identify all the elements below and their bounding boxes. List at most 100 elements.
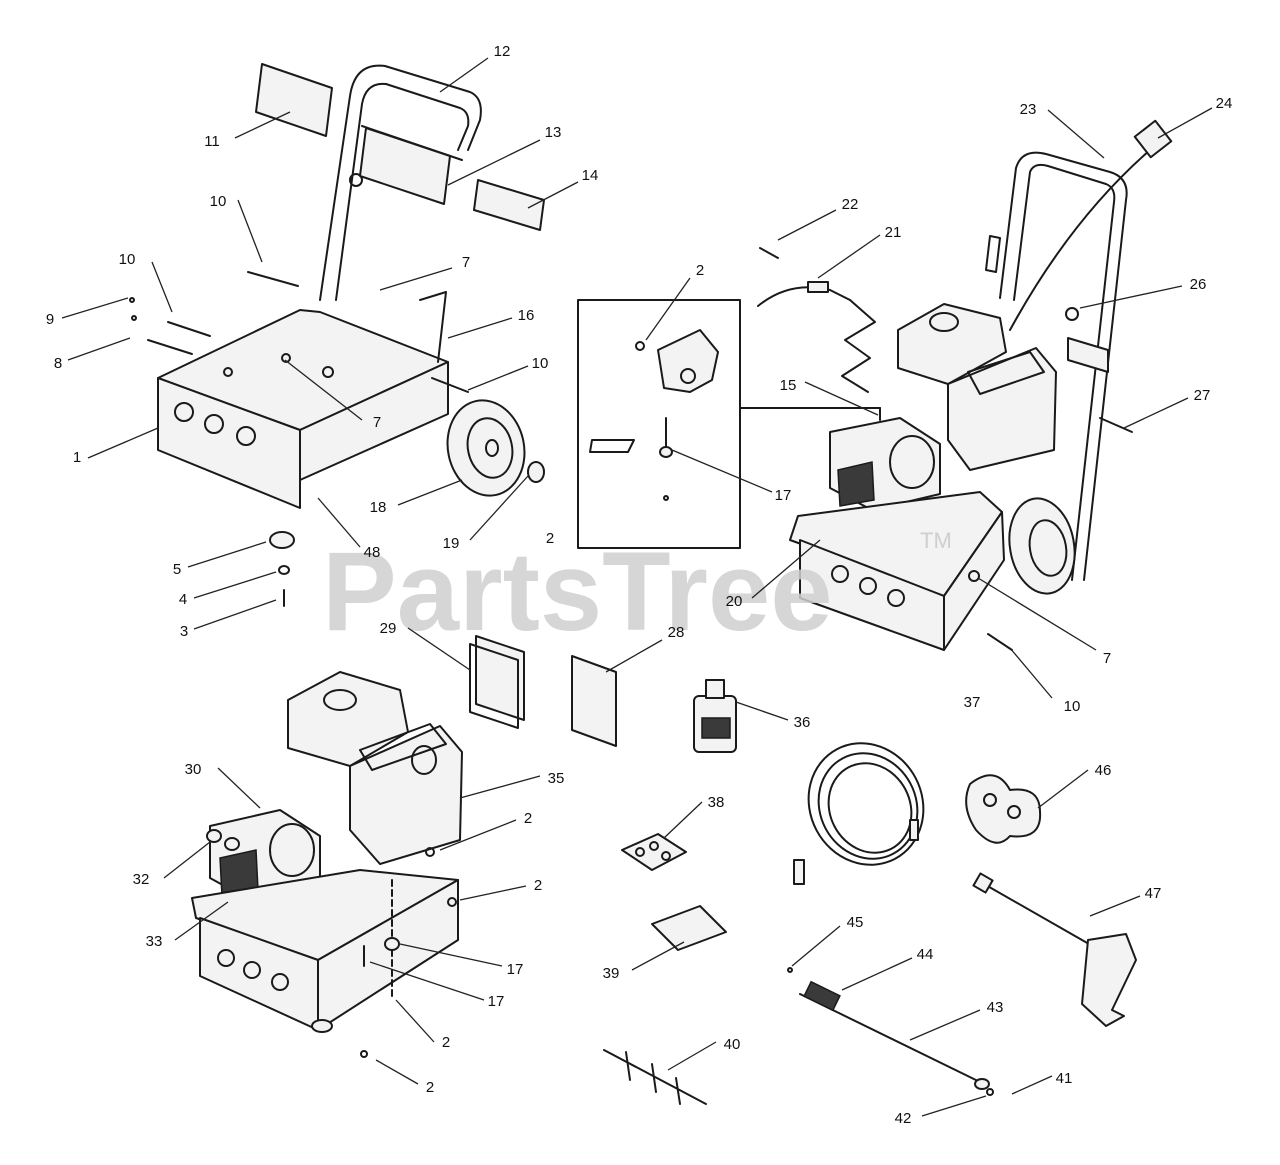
base-frame-part (157, 291, 449, 509)
callout-c2b: 2 (645, 262, 704, 341)
leader-line (921, 1095, 987, 1117)
callout-c15: 15 (780, 377, 879, 416)
leader-line (193, 571, 277, 599)
wheel-18-part (446, 399, 526, 497)
leader-line (439, 819, 517, 851)
callout-label: 42 (895, 1110, 912, 1127)
watermark: PartsTree TM (322, 528, 952, 654)
callout-label: 40 (724, 1036, 741, 1053)
callout-c37: 37 (964, 694, 981, 711)
leader-line (375, 1059, 419, 1085)
leader-line (407, 627, 471, 671)
leader-line (469, 475, 529, 541)
leader-line (751, 539, 821, 599)
bolt-27-part (1099, 417, 1133, 433)
callout-label: 2 (524, 810, 532, 827)
axle-bolt-part (431, 377, 469, 393)
leader-line (284, 359, 363, 421)
bolt-10-left-part (129, 297, 211, 355)
bolt-10-top-part (247, 271, 299, 287)
callout-c39: 39 (603, 941, 685, 982)
leader-line (234, 111, 291, 139)
callout-label: 46 (1095, 762, 1112, 779)
nozzle-21-22-part (757, 247, 876, 393)
leader-line (977, 577, 1097, 651)
callout-label: 28 (668, 624, 685, 641)
foot-parts-5-4-3 (269, 531, 295, 607)
callout-label: 41 (1056, 1070, 1073, 1087)
leader-line (369, 961, 485, 1001)
callout-c7c: 7 (977, 577, 1111, 667)
leader-line (187, 541, 267, 568)
leader-line (841, 957, 913, 991)
callout-c23: 23 (1020, 101, 1105, 159)
leader-line (193, 599, 277, 630)
callout-c43: 43 (909, 999, 1003, 1041)
leader-line (1011, 1075, 1053, 1095)
oil-bottle-36-part (693, 679, 737, 753)
leader-line (87, 427, 159, 459)
leader-line (1079, 285, 1183, 309)
gun-47-part (972, 872, 1137, 1027)
leader-line (459, 775, 541, 799)
grip-24-part (1133, 119, 1173, 159)
leader-line (645, 277, 691, 341)
callout-c14: 14 (527, 167, 599, 209)
callout-c3: 3 (180, 599, 277, 640)
callout-label: 22 (842, 196, 859, 213)
leader-line (317, 497, 361, 548)
leader-line (174, 901, 229, 941)
engine-top-part (897, 303, 1057, 471)
manual-29-part (469, 635, 525, 729)
hose-37-part (793, 742, 925, 885)
callout-c2a: 2 (546, 530, 554, 547)
callout-label: 10 (1064, 698, 1081, 715)
callout-label: 39 (603, 965, 620, 982)
callout-c7a: 7 (379, 254, 470, 291)
handle-23-part (985, 151, 1128, 581)
callout-c17c: 17 (369, 961, 504, 1010)
decal-11-part (255, 63, 333, 137)
nozzles-46-part (965, 774, 1042, 844)
callout-c11: 11 (204, 111, 291, 150)
callout-c17b: 17 (399, 943, 523, 978)
callout-c1: 1 (73, 427, 159, 466)
callout-label: 2 (546, 530, 554, 547)
callout-c10a: 10 (210, 193, 263, 263)
inset-detail-box (577, 299, 881, 549)
leader-line (605, 639, 663, 673)
callout-c8: 8 (54, 337, 131, 372)
leader-line (1037, 769, 1089, 809)
callout-c47: 47 (1089, 885, 1161, 917)
callout-c35: 35 (459, 770, 564, 799)
callout-label: 7 (1103, 650, 1111, 667)
decal-26-part (1065, 307, 1109, 373)
callout-label: 9 (46, 311, 54, 328)
callout-label: 15 (780, 377, 797, 394)
callout-label: 14 (582, 167, 599, 184)
callout-label: 20 (726, 593, 743, 610)
leader-line (663, 801, 703, 839)
callout-label: 2 (534, 877, 542, 894)
leader-line (667, 1041, 717, 1071)
oring-kit-38-part (621, 833, 687, 871)
callout-label: 37 (964, 694, 981, 711)
callout-label: 48 (364, 544, 381, 561)
callout-c48: 48 (317, 497, 381, 561)
callout-c30: 30 (185, 761, 261, 809)
callout-label: 12 (494, 43, 511, 60)
callout-label: 33 (146, 933, 163, 950)
packet-39-part (651, 905, 727, 951)
manual-28-part (571, 655, 617, 747)
wheel-right-part (1008, 497, 1076, 595)
callout-c9: 9 (46, 297, 129, 328)
leader-line (527, 181, 579, 209)
callout-c5: 5 (173, 541, 267, 578)
callout-label: 1 (73, 449, 81, 466)
callout-label: 38 (708, 794, 725, 811)
leader-line (777, 209, 837, 241)
callout-c2f: 2 (375, 1059, 434, 1096)
callout-c13: 13 (447, 124, 561, 186)
leader-line (163, 841, 211, 879)
